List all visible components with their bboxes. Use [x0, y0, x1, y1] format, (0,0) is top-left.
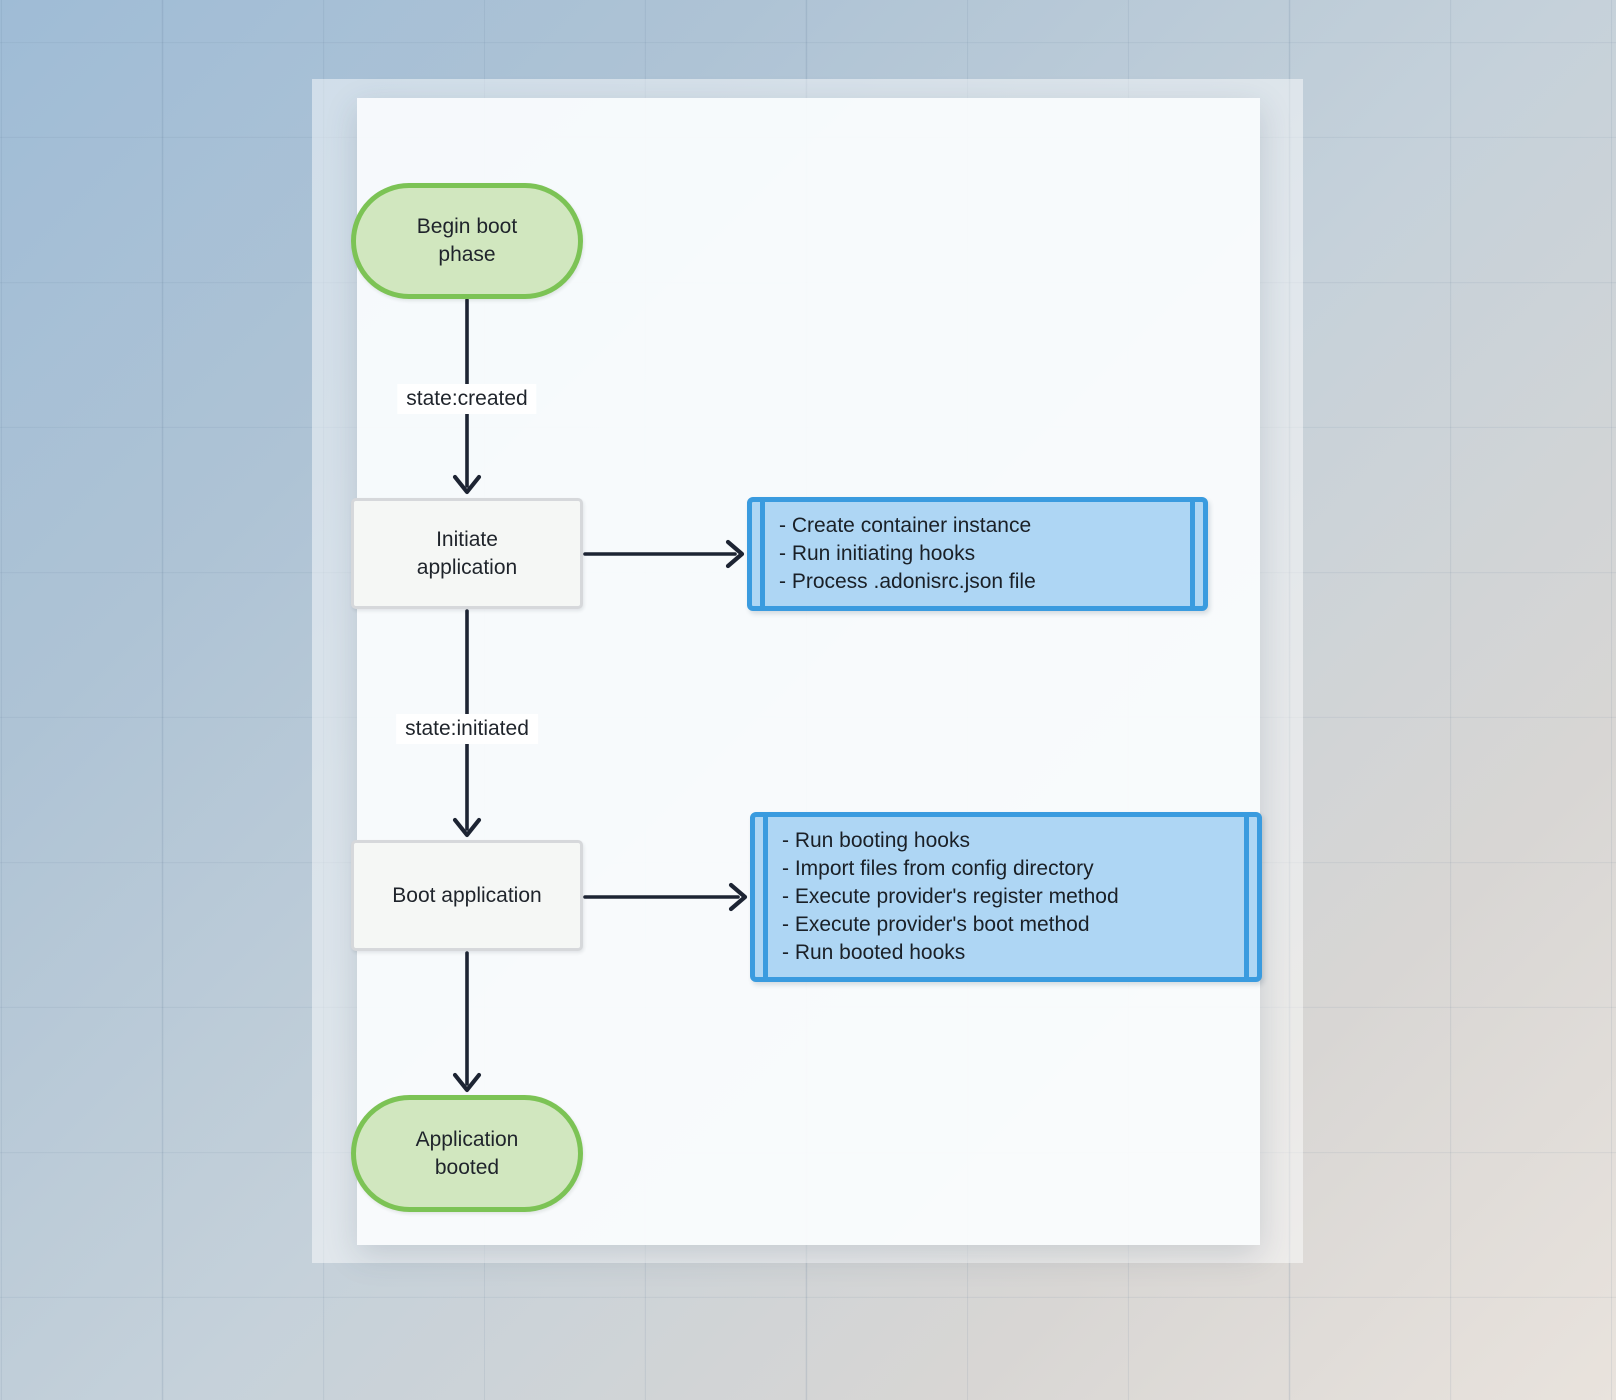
- end-node-label: Application booted: [415, 1127, 519, 1179]
- edge-label-state-created: state:created: [397, 384, 537, 414]
- task-item: - Execute provider's register method: [782, 885, 1119, 908]
- initiate-tasks-list: - Create container instance - Run initia…: [752, 502, 1203, 606]
- end-node: Application booted: [351, 1095, 583, 1212]
- task-item: - Import files from config directory: [782, 857, 1094, 880]
- boot-tasks-list: - Run booting hooks - Import files from …: [755, 817, 1257, 977]
- edge-label-state-initiated: state:initiated: [396, 714, 538, 744]
- initiate-application-label: Initiate application: [416, 527, 518, 579]
- initiate-application-node: Initiate application: [351, 498, 583, 609]
- task-item: - Process .adonisrc.json file: [779, 570, 1036, 593]
- task-item: - Create container instance: [779, 514, 1032, 537]
- boot-application-node: Boot application: [351, 840, 583, 951]
- initiate-tasks-subroutine: - Create container instance - Run initia…: [747, 497, 1208, 611]
- task-item: - Execute provider's boot method: [782, 913, 1090, 936]
- task-item: - Run booted hooks: [782, 941, 966, 964]
- start-node: Begin boot phase: [351, 183, 583, 299]
- task-item: - Run initiating hooks: [779, 542, 976, 565]
- boot-tasks-subroutine: - Run booting hooks - Import files from …: [750, 812, 1262, 982]
- task-item: - Run booting hooks: [782, 829, 970, 852]
- start-node-label: Begin boot phase: [416, 215, 518, 266]
- boot-application-label: Boot application: [392, 883, 542, 907]
